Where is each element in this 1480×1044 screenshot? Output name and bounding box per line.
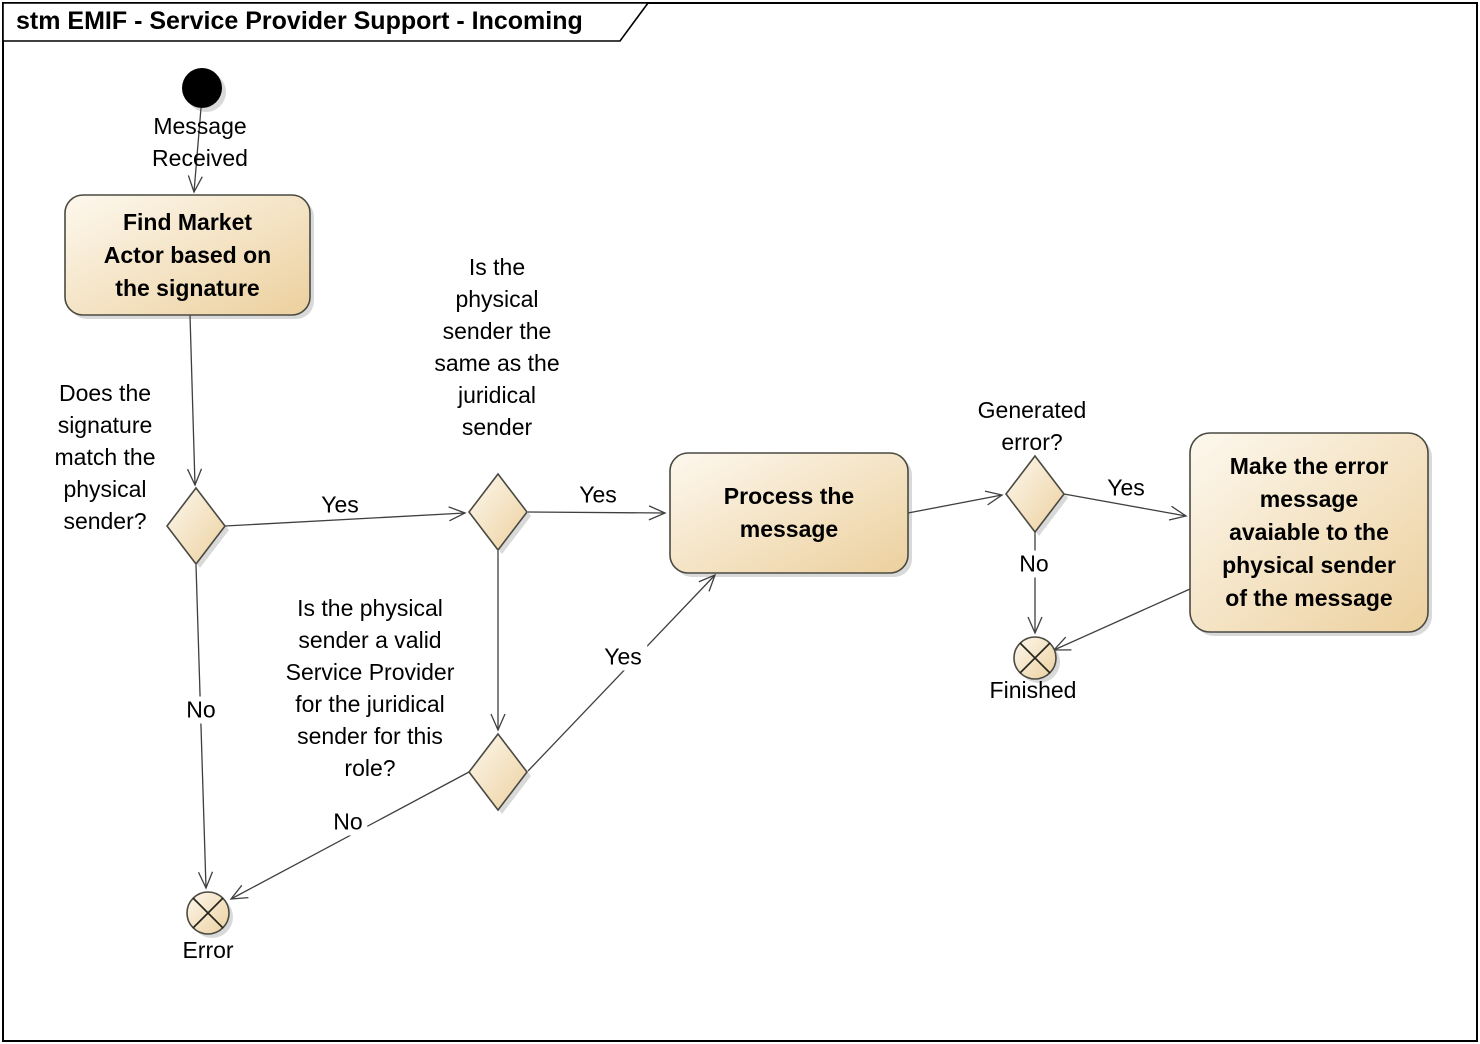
guard-generated-error-no: No — [1014, 550, 1054, 578]
edge-same-sender-yes-to-process — [527, 505, 667, 521]
edge-signature-match-yes — [224, 506, 467, 527]
initial-node — [182, 68, 222, 108]
edge-signature-match-no-to-error — [195, 564, 214, 890]
guard-generated-error-yes: Yes — [1107, 474, 1145, 501]
final-finished-label: Finished — [989, 677, 1077, 703]
decision-same-sender — [467, 472, 529, 552]
guard-valid-sp-yes: Yes — [599, 643, 647, 671]
final-node-error — [186, 891, 230, 935]
edge-make-error-to-finished — [1052, 588, 1191, 651]
action-find-market-actor — [64, 194, 311, 316]
initial-node-label: Message Received — [152, 113, 248, 171]
edge-generated-error-yes — [1063, 493, 1188, 521]
action-find-market-actor-label: Find Market Actor based on the signature — [103, 208, 272, 301]
edge-initial-to-find-market-actor — [187, 107, 203, 194]
guard-same-sender-yes: Yes — [579, 481, 617, 508]
decision-signature-match — [165, 486, 227, 566]
final-node-finished — [1013, 636, 1057, 680]
guard-signature-match-yes: Yes — [321, 491, 359, 518]
decision-generated-error-question: Generated error? — [977, 397, 1087, 455]
frame-title: stm EMIF - Service Provider Support - In… — [16, 7, 583, 35]
final-error-label: Error — [182, 937, 234, 963]
edge-find-market-actor-to-signature-match — [186, 314, 203, 487]
decision-signature-match-question: Does the signature match the physical se… — [54, 380, 156, 534]
action-process-message-label: Process the message — [723, 483, 855, 542]
edge-valid-sp-no-to-error — [229, 771, 470, 900]
decision-valid-service-provider — [467, 732, 529, 812]
action-make-error-available — [1189, 432, 1429, 633]
decision-same-sender-question: Is the physical sender the same as the j… — [434, 254, 560, 440]
action-make-error-available-label: Make the error message avaiable to the p… — [1222, 453, 1396, 611]
action-process-message — [669, 452, 909, 574]
guard-signature-match-no: No — [181, 696, 221, 724]
decision-valid-sp-question: Is the physical sender a valid Service P… — [285, 595, 455, 781]
edge-valid-sp-yes-to-process — [527, 573, 717, 772]
diagram-title-tab — [2, 2, 650, 42]
guard-valid-sp-no: No — [328, 808, 368, 836]
edge-process-to-generated-error — [907, 490, 1004, 514]
decision-generated-error — [1004, 454, 1066, 534]
